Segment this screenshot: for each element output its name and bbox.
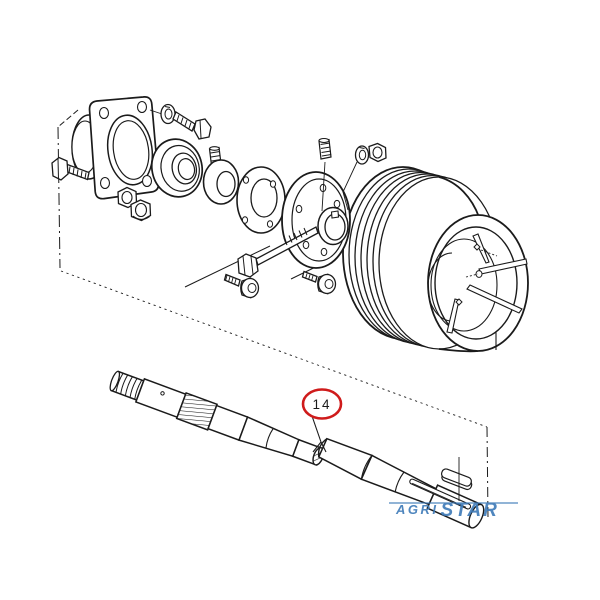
wheel-inner-rim xyxy=(434,226,518,340)
hub-flange xyxy=(281,171,351,269)
lock-washer-and-nut xyxy=(342,142,387,211)
axle-shaft-keyed-end xyxy=(317,437,485,529)
lock-collar-with-set-screw xyxy=(202,146,240,205)
flanged-hex-nut xyxy=(130,199,152,222)
wheel-spokes xyxy=(446,233,528,334)
flange-bolt-holes xyxy=(98,100,153,190)
callout-circle xyxy=(301,388,343,420)
keyway-slot xyxy=(409,478,472,510)
hex-bolt-left xyxy=(51,156,90,181)
callout-14[interactable]: 14 xyxy=(301,388,343,453)
axle-shaft-splined-end xyxy=(109,370,325,466)
bearing-housing-flange xyxy=(71,96,163,200)
woodruff-key xyxy=(440,457,473,501)
hex-bolt-top-with-washer xyxy=(160,103,212,140)
ball-bearing xyxy=(150,138,204,198)
grease-screw xyxy=(318,137,332,212)
hub-keyway-notch xyxy=(330,210,340,219)
wheel-lug-holes xyxy=(455,243,483,306)
seal-plate xyxy=(236,166,286,234)
watermark-suffix: STAR xyxy=(441,500,499,521)
callout-number: 14 xyxy=(312,397,331,412)
hex-bolt-long xyxy=(237,226,319,278)
socket-head-bolt-1 xyxy=(223,273,260,299)
socket-head-bolt-2 xyxy=(301,270,337,295)
watermark-prefix: AGRI xyxy=(395,502,439,517)
wheel-drum xyxy=(342,166,529,353)
